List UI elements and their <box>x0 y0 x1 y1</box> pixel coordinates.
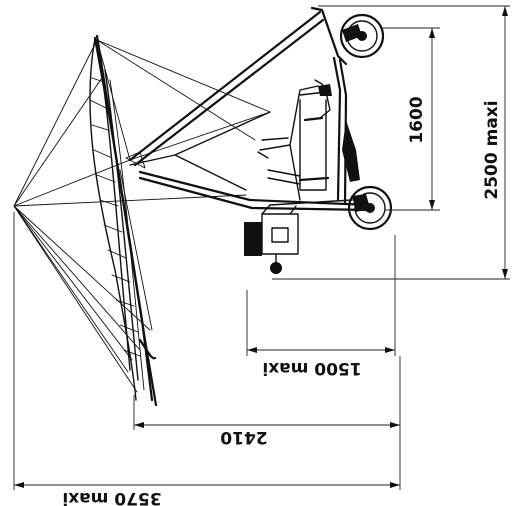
dimension-2500 <box>272 5 510 280</box>
dimension-3570 <box>13 212 401 490</box>
dimension-1600 <box>380 27 440 211</box>
rigging-wires <box>13 39 271 393</box>
seat-assembly <box>257 79 360 201</box>
trike-frame <box>125 6 372 212</box>
dimension-label-2410: 2410 <box>220 427 267 447</box>
dimension-1500 <box>246 235 396 356</box>
engine <box>244 204 299 274</box>
dimension-2410 <box>133 356 401 430</box>
dimension-label-2500: 2500 maxi <box>482 100 502 199</box>
dimension-label-1500: 1500 maxi <box>262 358 361 378</box>
front-wheel <box>339 13 385 59</box>
hang-glider-wing <box>13 34 271 407</box>
dimension-label-1600: 1600 <box>407 96 427 143</box>
dimension-label-3570: 3570 maxi <box>62 488 161 506</box>
rear-wheel <box>347 185 393 231</box>
